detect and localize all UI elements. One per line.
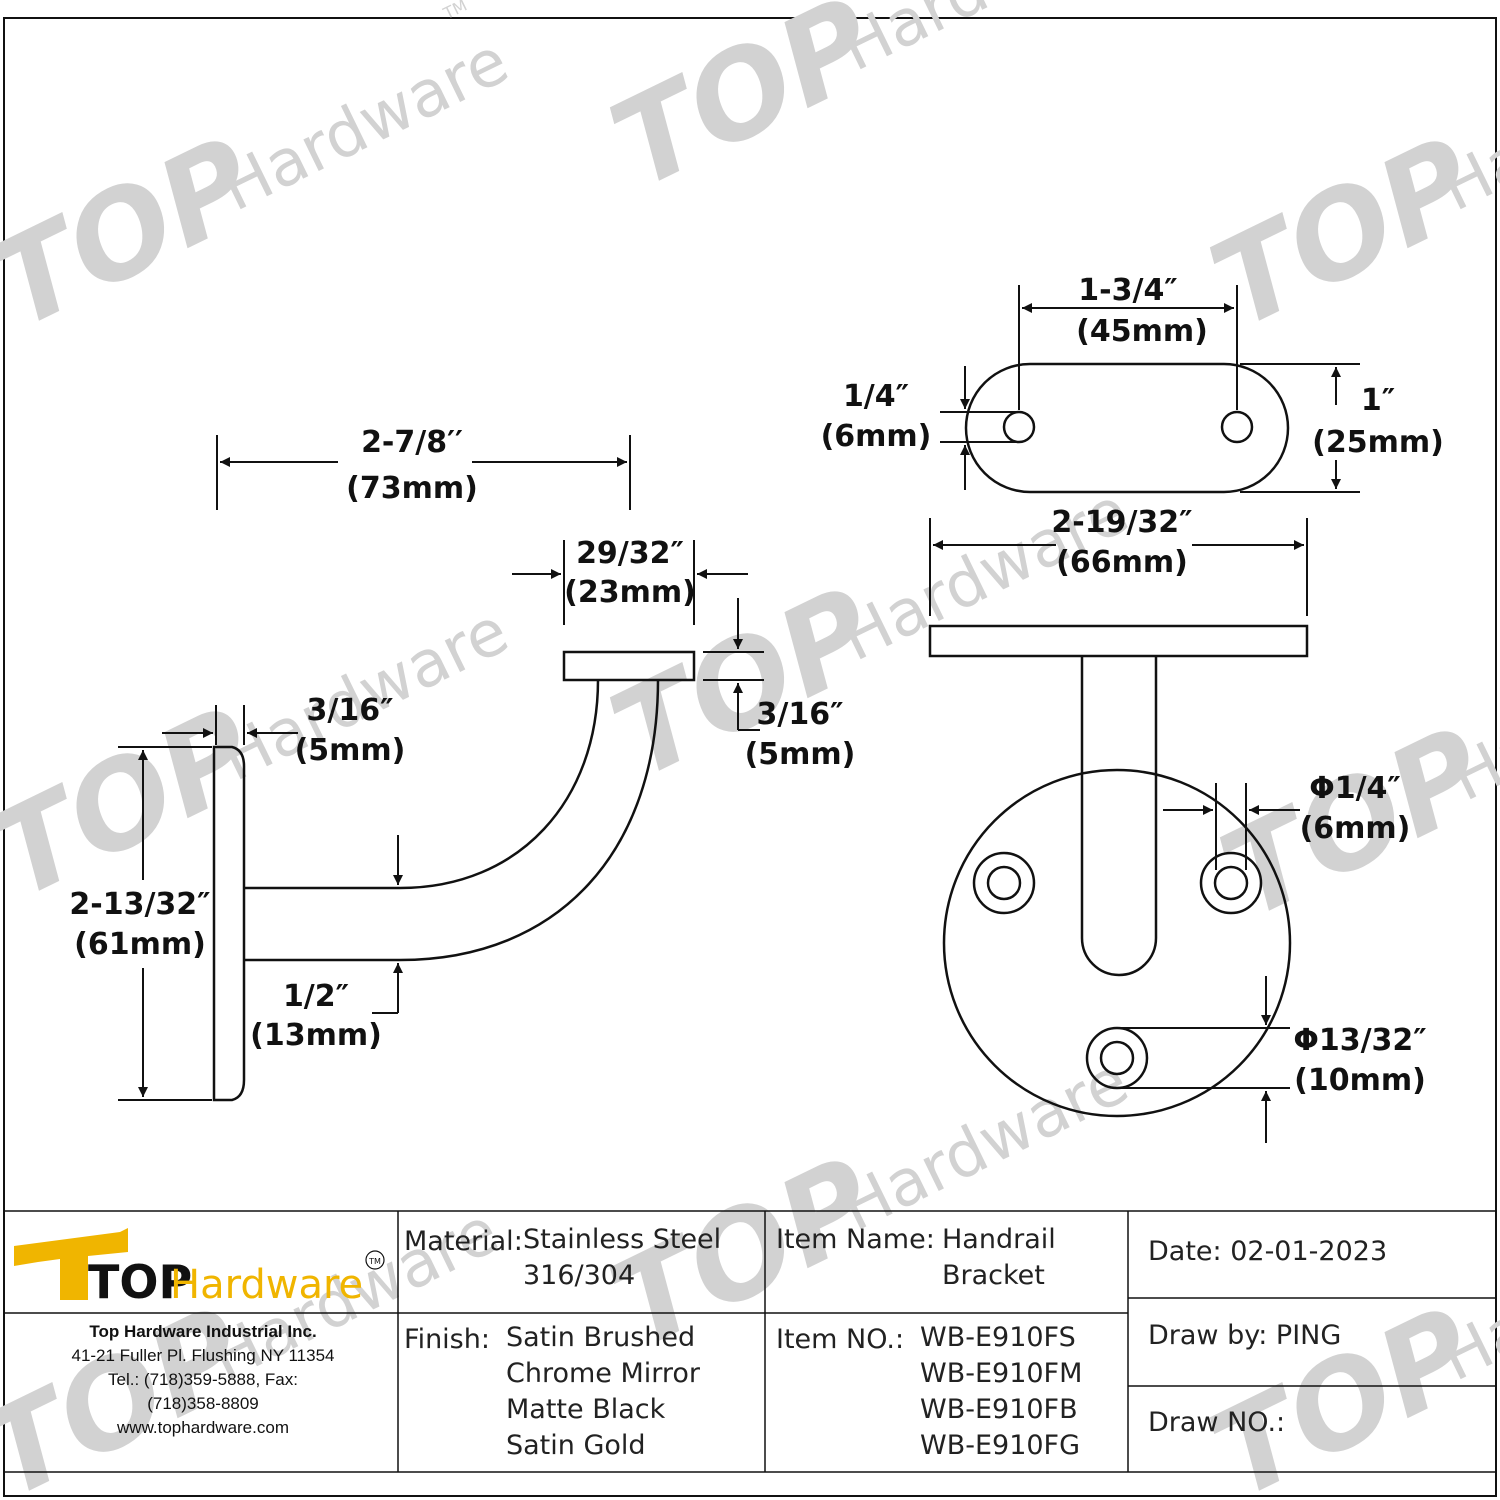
hole-spacing-metric: (45mm) bbox=[1076, 314, 1208, 349]
company-logo: TOP Hardware TM bbox=[14, 1228, 385, 1309]
date-field: Date: 02-01-2023 bbox=[1148, 1236, 1388, 1267]
front-view bbox=[928, 362, 1309, 1118]
watermark-logo: TOP Hardware bbox=[592, 474, 1140, 806]
bracket-arm bbox=[244, 679, 660, 962]
screw-hole-metric: (6mm) bbox=[1300, 811, 1411, 846]
material-value: Stainless Steel bbox=[523, 1224, 722, 1255]
hole-diameter-imperial: 1/4″ bbox=[843, 379, 909, 414]
plate-height-metric: (61mm) bbox=[74, 927, 206, 962]
hole-spacing-imperial: 1-3/4″ bbox=[1078, 273, 1177, 308]
svg-text:TM: TM bbox=[440, 0, 470, 23]
watermark-logo: TOP Hardware bbox=[592, 0, 1140, 216]
plate-hole-inner bbox=[1213, 865, 1249, 901]
plate-thickness-metric: (5mm) bbox=[295, 733, 406, 768]
saddle-screw-hole bbox=[1220, 410, 1254, 444]
overall-length-metric: (73mm) bbox=[346, 471, 478, 506]
company-name: Top Hardware Industrial Inc. bbox=[89, 1322, 317, 1341]
saddle-thickness-metric: (5mm) bbox=[745, 737, 856, 772]
logo-top: TOP bbox=[88, 1255, 192, 1309]
finish-item: Chrome Mirror bbox=[506, 1358, 701, 1389]
side-dimension-text: 2-7/8′′ (73mm) 29/32″ (23mm) 3/16″ (5mm)… bbox=[69, 425, 855, 1053]
saddle-length-metric: (66mm) bbox=[1056, 545, 1188, 580]
finish-label: Finish: bbox=[404, 1324, 490, 1355]
bracket-arm-front bbox=[1080, 656, 1158, 977]
saddle-width-front-metric: (25mm) bbox=[1312, 425, 1444, 460]
company-phone: Tel.: (718)359-5888, Fax: bbox=[108, 1370, 298, 1389]
material-label: Material: bbox=[404, 1226, 523, 1257]
plate-hole bbox=[1199, 851, 1263, 915]
plate-hole-inner bbox=[1099, 1040, 1135, 1076]
saddle-width-metric: (23mm) bbox=[564, 575, 696, 610]
watermark-logo: TOP Hardware bbox=[1202, 614, 1500, 946]
saddle-width-imperial: 29/32″ bbox=[576, 536, 684, 571]
logo-hardware: Hardware bbox=[170, 1262, 363, 1308]
item-number: WB-E910FS bbox=[920, 1322, 1076, 1353]
wall-plate bbox=[212, 745, 246, 1102]
wall-plate-front bbox=[942, 768, 1292, 1118]
plate-hole-inner bbox=[986, 865, 1022, 901]
overall-length-imperial: 2-7/8′′ bbox=[361, 425, 463, 460]
side-dimensions bbox=[118, 435, 764, 1101]
company-info: Top Hardware Industrial Inc. 41-21 Fulle… bbox=[20, 1320, 386, 1440]
watermark-logo: TOP Hardware TM bbox=[0, 0, 520, 356]
draw-no-field: Draw NO.: bbox=[1148, 1407, 1286, 1438]
saddle-thickness-imperial: 3/16″ bbox=[757, 697, 844, 732]
watermark-logo: TOP Hardware bbox=[1192, 24, 1500, 356]
plate-height-imperial: 2-13/32″ bbox=[69, 887, 210, 922]
saddle-top-plate bbox=[964, 362, 1290, 494]
side-view bbox=[212, 650, 696, 1102]
company-website: www.tophardware.com bbox=[117, 1418, 289, 1437]
title-block-grid bbox=[4, 1210, 1496, 1473]
screw-hole-imperial: Φ1/4″ bbox=[1309, 771, 1401, 806]
plate-hole bbox=[972, 851, 1036, 915]
item-name-value: Handrail bbox=[942, 1224, 1056, 1255]
item-no-label: Item NO.: bbox=[776, 1324, 905, 1355]
rod-diameter-imperial: 1/2″ bbox=[283, 979, 349, 1014]
svg-text:Hardware: Hardware bbox=[210, 24, 520, 226]
material-grade: 316/304 bbox=[523, 1260, 636, 1291]
saddle bbox=[562, 650, 696, 682]
saddle-screw-hole bbox=[1002, 410, 1036, 444]
company-address: 41-21 Fuller Pl. Flushing NY 11354 bbox=[71, 1346, 335, 1365]
svg-text:TOP: TOP bbox=[1192, 1282, 1497, 1500]
bracket-arm bbox=[244, 679, 600, 890]
svg-text:Hardware: Hardware bbox=[830, 0, 1140, 86]
finish-item: Satin Brushed bbox=[506, 1322, 696, 1353]
countersink-metric: (10mm) bbox=[1294, 1063, 1426, 1098]
logo-t-mark bbox=[14, 1228, 128, 1300]
item-number: WB-E910FB bbox=[920, 1394, 1078, 1425]
rod-diameter-metric: (13mm) bbox=[250, 1018, 382, 1053]
countersink-imperial: Φ13/32″ bbox=[1293, 1023, 1426, 1058]
logo-tm: TM bbox=[368, 1257, 381, 1266]
plate-thickness-imperial: 3/16″ bbox=[307, 693, 394, 728]
front-dimension-text: 1-3/4″ (45mm) 1/4″ (6mm) 1″ (25mm) 2-19/… bbox=[821, 273, 1444, 1098]
saddle-length-imperial: 2-19/32″ bbox=[1051, 505, 1192, 540]
finish-item: Matte Black bbox=[506, 1394, 666, 1425]
front-dimensions bbox=[929, 285, 1360, 1143]
saddle-width-front-imperial: 1″ bbox=[1361, 383, 1395, 418]
watermark-logo: TOP Hardware bbox=[0, 594, 520, 926]
draw-by-field: Draw by: PING bbox=[1148, 1320, 1342, 1351]
item-number: WB-E910FM bbox=[920, 1358, 1083, 1389]
item-name-value-2: Bracket bbox=[942, 1260, 1045, 1291]
company-fax: (718)358-8809 bbox=[147, 1394, 259, 1413]
item-name-label: Item Name: bbox=[776, 1224, 935, 1255]
finish-item: Satin Gold bbox=[506, 1430, 646, 1461]
item-number: WB-E910FG bbox=[920, 1430, 1081, 1461]
saddle-front bbox=[928, 624, 1309, 658]
hole-diameter-metric: (6mm) bbox=[821, 419, 932, 454]
